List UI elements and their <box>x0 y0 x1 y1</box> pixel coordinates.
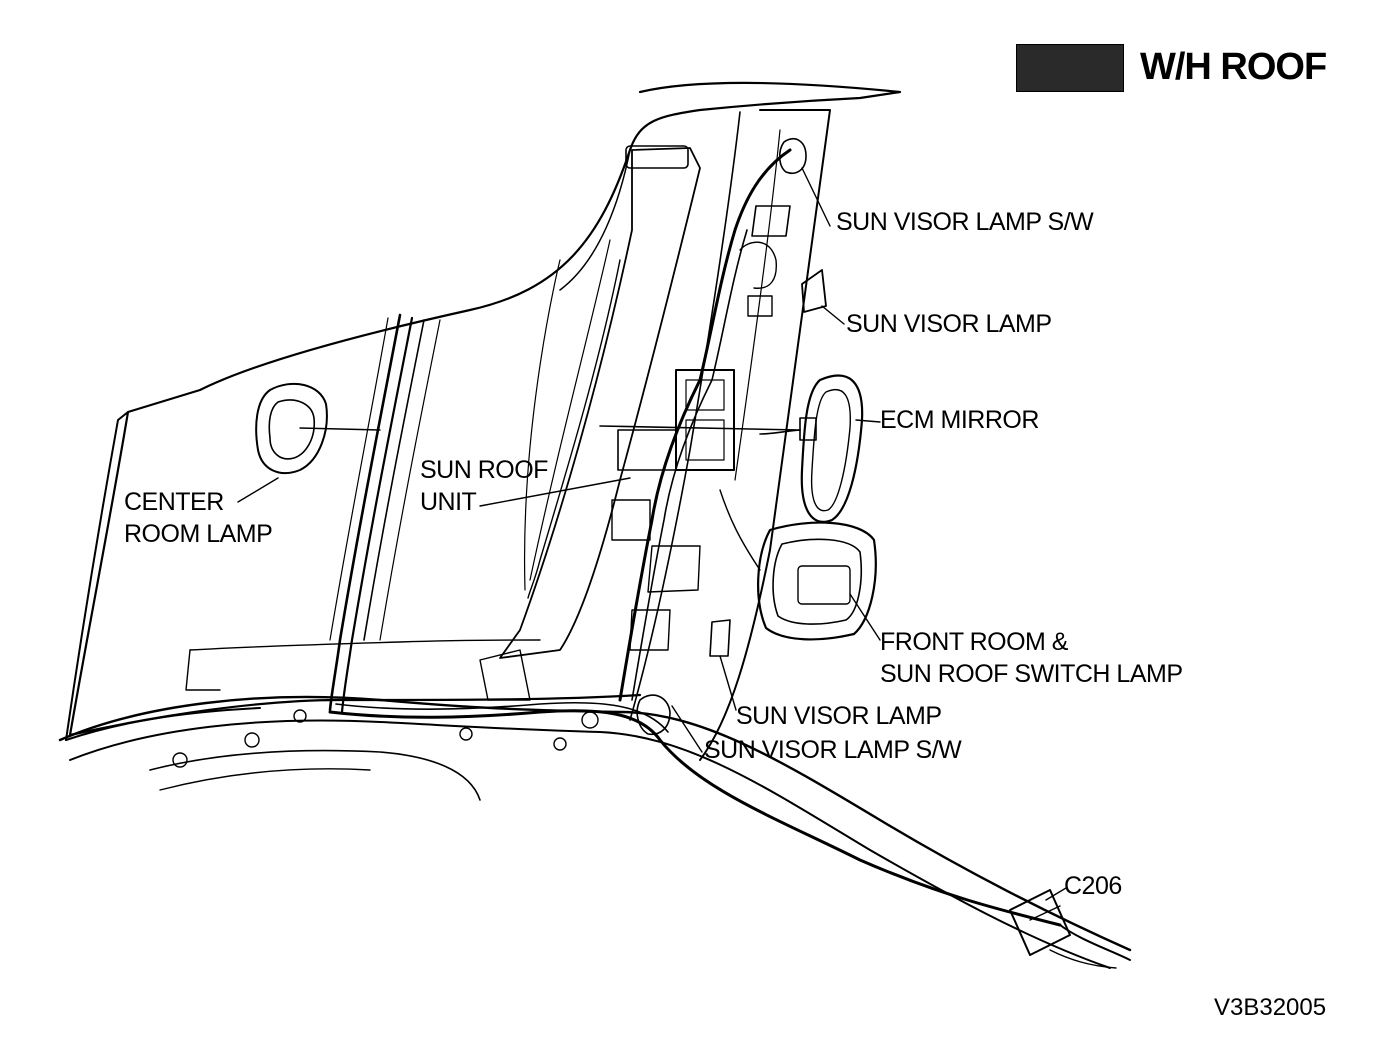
sun-visor-lamp-lower-shape <box>629 545 731 736</box>
harness-header <box>328 709 1062 927</box>
label-sun-visor-lamp-sw-upper: SUN VISOR LAMP S/W <box>836 208 1094 236</box>
label-front-room-line1: FRONT ROOM & <box>880 628 1068 656</box>
leader-sun-visor-lamp-lower <box>719 655 737 711</box>
label-center-room-lamp-line1: CENTER <box>124 488 224 516</box>
title-swatch <box>1016 44 1124 92</box>
leader-c206 <box>1045 887 1067 901</box>
leader-center-room-lamp <box>237 477 279 503</box>
label-front-room-line2: SUN ROOF SWITCH LAMP <box>880 660 1183 688</box>
center-room-lamp-shape <box>255 382 381 475</box>
leader-sun-visor-lamp-sw-lower <box>671 705 703 753</box>
label-sun-visor-lamp-lower: SUN VISOR LAMP <box>736 702 942 730</box>
label-sun-visor-lamp-upper: SUN VISOR LAMP <box>846 310 1052 338</box>
ecm-mirror-shape <box>759 374 864 523</box>
leader-sun-roof-unit <box>479 477 631 507</box>
figure-id: V3B32005 <box>1214 994 1327 1021</box>
front-header <box>58 695 1132 952</box>
leader-sun-visor-lamp-sw-upper <box>801 167 831 227</box>
harness-left-rail <box>328 313 402 712</box>
label-sun-roof-unit-line2: UNIT <box>420 488 477 516</box>
leader-sun-visor-lamp-upper <box>821 305 845 325</box>
sun-roof-frame <box>499 147 701 659</box>
label-sun-visor-lamp-sw-lower: SUN VISOR LAMP S/W <box>704 736 962 764</box>
roof-left-edge <box>65 411 129 741</box>
harness-center <box>618 148 792 702</box>
sun-visor-lamp-upper-shape <box>739 241 827 317</box>
title-text: W/H ROOF <box>1140 46 1327 88</box>
sun-visor-lamp-sw-upper-shape <box>751 138 807 237</box>
leader-front-room <box>849 593 881 641</box>
label-c206: C206 <box>1064 872 1122 900</box>
leader-ecm-mirror <box>855 419 881 423</box>
front-room-lamp-shape <box>719 489 877 641</box>
roof-top-edge <box>559 149 631 291</box>
label-ecm-mirror: ECM MIRROR <box>880 406 1039 434</box>
a-pillar <box>699 109 831 761</box>
sun-roof-unit-shape <box>599 369 801 541</box>
roof-panel-outline <box>68 81 902 737</box>
c206-connector-shape <box>1009 889 1131 969</box>
diagram-title: W/H ROOF <box>1016 42 1346 92</box>
label-sun-roof-unit-line1: SUN ROOF <box>420 456 548 484</box>
label-center-room-lamp-line2: ROOM LAMP <box>124 520 273 548</box>
